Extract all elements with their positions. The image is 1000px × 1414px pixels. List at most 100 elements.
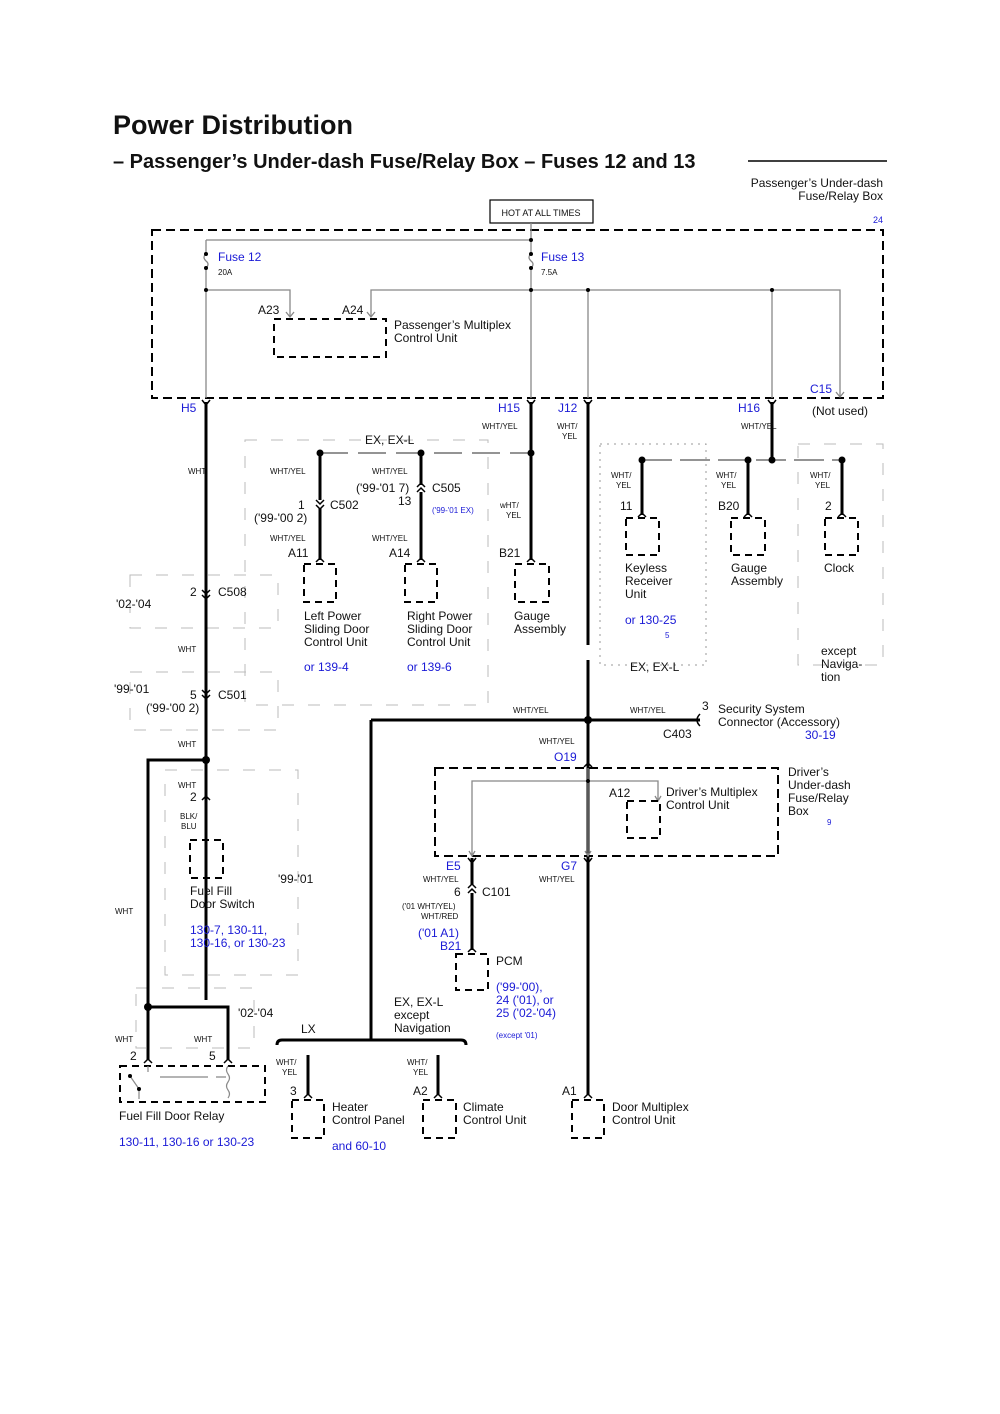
clock-variant-1: except (821, 644, 857, 658)
wire-color-climate-1: WHT/ (407, 1058, 428, 1067)
wire-color-climate-2: YEL (413, 1068, 429, 1077)
relay-pin-2: 2 (130, 1049, 137, 1063)
wire-color-heater-1: WHT/ (276, 1058, 297, 1067)
driver-box-name-3: Fuse/Relay (788, 791, 849, 805)
pin-g7: G7 (561, 859, 577, 873)
pcm-alt-pin: ('01 A1) (418, 926, 459, 940)
c505-pin: 13 (398, 494, 412, 508)
passenger-mpcu-box (273, 318, 387, 358)
heater-pin: 3 (290, 1084, 297, 1098)
switch-name-2: Door Switch (190, 897, 255, 911)
ex-variant-3: Navigation (394, 1021, 451, 1035)
c502-pin: 1 (298, 498, 305, 512)
passenger-fuse-box-outline (151, 229, 884, 399)
keyless-variant: EX, EX-L (630, 660, 680, 674)
terminal-j12: J12 (558, 401, 578, 415)
driver-box-name-1: Driver’s (788, 765, 829, 779)
wire-color-g7: WHT/YEL (539, 875, 575, 884)
fuse-box-name-2: Fuse/Relay Box (798, 189, 883, 203)
heater-panel-box (291, 1099, 325, 1139)
switch-ref-link-2[interactable]: 130-16, or 130-23 (190, 936, 286, 950)
c502-connector: C502 (330, 498, 359, 512)
door-mpcu-box (571, 1099, 605, 1139)
right-door-ref-link[interactable]: or 139-6 (407, 660, 452, 674)
pin-a23: A23 (258, 303, 280, 317)
driver-box-ref-link[interactable]: 9 (827, 818, 832, 827)
security-name-2: Connector (Accessory) (718, 715, 840, 729)
c101-pin: 6 (454, 885, 461, 899)
security-ref-link[interactable]: 30-19 (805, 728, 836, 742)
wire-color-right-1: WHT/YEL (372, 467, 408, 476)
driver-box-name-2: Under-dash (788, 778, 851, 792)
switch-ref-link-1[interactable]: 130-7, 130-11, (190, 923, 267, 937)
heater-name-1: Heater (332, 1100, 368, 1114)
pcm-note: (except '01) (496, 1031, 538, 1040)
pin-a24: A24 (342, 303, 364, 317)
c505-alt-pin: ('99-'01 7) (356, 481, 409, 495)
clock-box (824, 517, 859, 556)
climate-pin: A2 (413, 1084, 428, 1098)
driver-mpcu-name-2: Control Unit (666, 798, 730, 812)
fuse-13-label[interactable]: Fuse 13 (541, 250, 585, 264)
c501-pin: 5 (190, 688, 197, 702)
wire-color-keyless-1: WHT/ (611, 471, 632, 480)
wire-color-clock-1: WHT/ (810, 471, 831, 480)
driver-box-internal-wiring (468, 768, 662, 858)
pcm-pin: B21 (440, 939, 462, 953)
keyless-ref-2: 5 (665, 631, 670, 640)
relay-switch-icon (128, 1065, 231, 1099)
gauge2-name-1: Gauge (731, 561, 767, 575)
driver-mpcu-box (626, 800, 661, 839)
wire-color-h5-3: WHT (178, 740, 196, 749)
switch-years: '99-'01 (278, 872, 314, 886)
keyless-pin: 11 (620, 499, 633, 513)
wire-color-h16: WHT/YEL (741, 422, 777, 431)
clock-variant-3: tion (821, 670, 840, 684)
c508-pin: 2 (190, 585, 197, 599)
pcm-ref-link-1[interactable]: ('99-'00), (496, 980, 543, 994)
keyless-name-1: Keyless (625, 561, 667, 575)
relay-years: '02-'04 (238, 1006, 274, 1020)
c502-alt-pin: ('99-'00 2) (254, 511, 307, 525)
pin-e5: E5 (446, 859, 461, 873)
hot-at-all-times-box (489, 199, 594, 224)
harness-wires (143, 399, 847, 1099)
terminal-h16: H16 (738, 401, 760, 415)
door-mpcu-name-1: Door Multiplex (612, 1100, 689, 1114)
climate-name-2: Control Unit (463, 1113, 527, 1127)
door-mpcu-name-2: Control Unit (612, 1113, 676, 1127)
right-door-pin: A14 (389, 546, 411, 560)
gauge2-name-2: Assembly (731, 574, 783, 588)
pcm-ref-link-3[interactable]: 25 ('02-'04) (496, 1006, 556, 1020)
right-door-name-2: Sliding Door (407, 622, 472, 636)
heater-ref-link[interactable]: and 60-10 (332, 1139, 386, 1153)
pcm-box (455, 953, 489, 991)
keyless-unit-box (625, 517, 660, 556)
wire-color-gauge2-2: YEL (721, 481, 737, 490)
relay-ref-link[interactable]: 130-11, 130-16 or 130-23 (119, 1135, 255, 1149)
wire-color-h5-2: WHT (178, 645, 196, 654)
c508-years: '02-'04 (116, 597, 152, 611)
right-door-name-1: Right Power (407, 609, 472, 623)
fuse-12-label[interactable]: Fuse 12 (218, 250, 262, 264)
fuse-box-ref-link[interactable]: 24 (873, 215, 883, 225)
right-door-unit-box (404, 563, 438, 603)
fuse-13-rating: 7.5A (541, 268, 558, 277)
door-mpcu-pin: A1 (562, 1084, 577, 1098)
gauge-name-1: Gauge (514, 609, 550, 623)
ex-variant-1: EX, EX-L (394, 995, 444, 1009)
heater-name-2: Control Panel (332, 1113, 405, 1127)
wire-color-c403-right: WHT/YEL (630, 706, 666, 715)
climate-name-1: Climate (463, 1100, 504, 1114)
gauge-pin-b20: B20 (718, 499, 740, 513)
relay-pin-5: 5 (209, 1049, 216, 1063)
pcm-ref-link-2[interactable]: 24 ('01), or (496, 993, 554, 1007)
keyless-ref-link[interactable]: or 130-25 (625, 613, 677, 627)
wire-color-pcm-alt: ('01 WHT/YEL) (402, 902, 456, 911)
wire-color-pcm: WHT/RED (421, 912, 459, 921)
right-door-name-3: Control Unit (407, 635, 471, 649)
fuse-box-internal-wiring (203, 223, 845, 399)
terminal-h15: H15 (498, 401, 520, 415)
left-door-ref-link[interactable]: or 139-4 (304, 660, 349, 674)
driver-mpcu-name-1: Driver’s Multiplex (666, 785, 758, 799)
